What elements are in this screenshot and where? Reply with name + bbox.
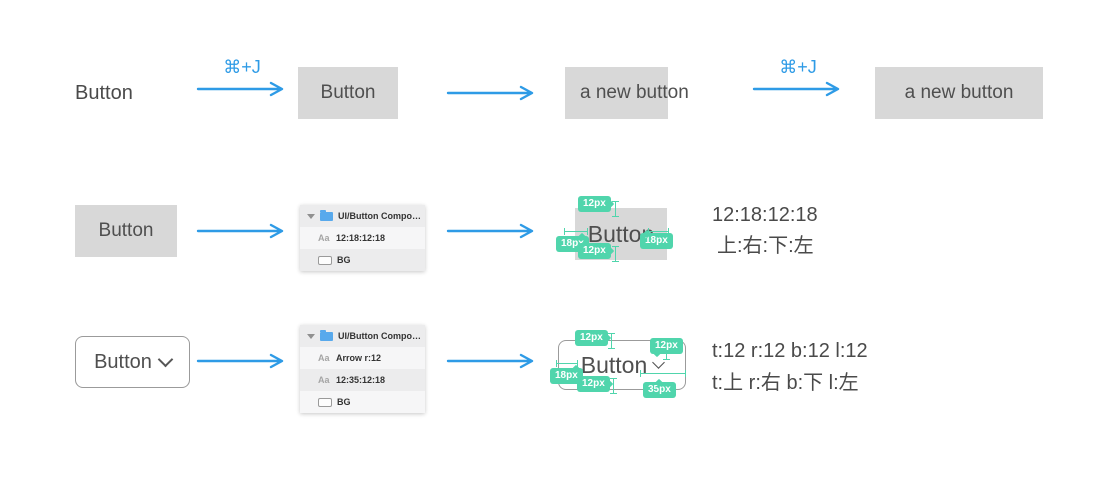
layer-row-shape[interactable]: BG — [300, 249, 425, 271]
measure-line — [612, 201, 619, 217]
button-instance-resized[interactable]: a new button — [875, 67, 1043, 119]
padding-preview-outline: Button 12px 12px 18px 12px 35px — [550, 326, 695, 418]
disclosure-triangle-icon[interactable] — [307, 333, 315, 339]
text-layer-icon: Aa — [318, 353, 330, 363]
button-label: Button — [580, 351, 648, 378]
measure-line — [640, 370, 686, 377]
shortcut-label: ⌘+J — [223, 57, 261, 77]
spacing-badge-bottom-right: 35px — [643, 382, 676, 398]
measure-line — [612, 246, 619, 262]
measure-line — [556, 360, 578, 367]
spacing-badge-top: 12px — [578, 196, 611, 212]
button-label: Button — [98, 220, 154, 241]
measure-line — [608, 333, 615, 349]
shape-layer-icon — [318, 255, 332, 265]
button-label-overflowing: a new button — [580, 82, 689, 103]
spacing-badge-bottom-left: 12px — [577, 376, 610, 392]
layer-row-text[interactable]: Aa Arrow r:12 — [300, 347, 425, 369]
padding-legend-caption: t:上 r:右 b:下 l:左 — [712, 372, 859, 394]
text-layer-icon: Aa — [318, 233, 330, 243]
button-instance[interactable]: Button — [75, 205, 177, 257]
shape-layer-icon — [318, 397, 332, 407]
folder-icon — [320, 209, 333, 221]
layer-group-name: UI/Button Compo… — [338, 211, 421, 221]
layer-panel: UI/Button Compo… Aa Arrow r:12 Aa 12:35:… — [300, 325, 425, 413]
layer-name: Arrow r:12 — [336, 353, 382, 363]
padding-values-caption: t:12 r:12 b:12 l:12 — [712, 340, 868, 362]
folder-icon — [320, 329, 333, 341]
button-label: Button — [320, 82, 376, 103]
arrow-right-icon — [446, 85, 534, 101]
layer-row-shape[interactable]: BG — [300, 391, 425, 413]
arrow-with-shortcut: ⌘+J — [196, 56, 288, 97]
measure-line — [564, 228, 588, 235]
arrow-right-icon — [446, 223, 534, 239]
layer-name: 12:35:12:18 — [336, 375, 386, 385]
spacing-badge-top-right: 12px — [650, 338, 683, 354]
disclosure-triangle-icon[interactable] — [307, 213, 315, 219]
spacing-badge-bottom: 12px — [578, 243, 611, 259]
arrow-right-icon — [446, 353, 534, 369]
layer-group-name: UI/Button Compo… — [338, 331, 421, 341]
button-label: a new button — [904, 82, 1014, 103]
layer-row-group[interactable]: UI/Button Compo… — [300, 325, 425, 347]
text-layer-icon: Aa — [318, 375, 330, 385]
layer-panel: UI/Button Compo… Aa 12:18:12:18 BG — [300, 205, 425, 271]
layer-row-group[interactable]: UI/Button Compo… — [300, 205, 425, 227]
padding-preview-gray: Button 12px 18px 12px 18px — [556, 196, 686, 282]
arrow-right-icon — [196, 223, 284, 239]
layer-name: BG — [337, 255, 351, 265]
button-bg-overflow[interactable] — [565, 67, 668, 119]
arrow-with-shortcut: ⌘+J — [752, 56, 844, 97]
arrow-right-icon — [752, 81, 840, 97]
button-instance[interactable]: Button — [298, 67, 398, 119]
arrow-right-icon — [196, 81, 284, 97]
dropdown-button[interactable]: Button — [75, 336, 190, 388]
layer-name: BG — [337, 397, 351, 407]
measure-line — [610, 378, 617, 394]
layer-row-text[interactable]: Aa 12:18:12:18 — [300, 227, 425, 249]
shortcut-label: ⌘+J — [779, 57, 817, 77]
spacing-badge-top-left: 12px — [575, 330, 608, 346]
text-layer-label: Button — [75, 82, 133, 104]
layer-row-text[interactable]: Aa 12:35:12:18 — [300, 369, 425, 391]
arrow-right-icon — [196, 353, 284, 369]
padding-legend-caption: 上:右:下:左 — [717, 235, 814, 257]
padding-values-caption: 12:18:12:18 — [712, 204, 818, 226]
layer-name: 12:18:12:18 — [336, 233, 386, 243]
spacing-badge-right: 18px — [640, 233, 673, 249]
button-label: Button — [94, 350, 152, 373]
spacing-badge-left: 18px — [550, 368, 583, 384]
chevron-down-icon — [157, 351, 174, 367]
